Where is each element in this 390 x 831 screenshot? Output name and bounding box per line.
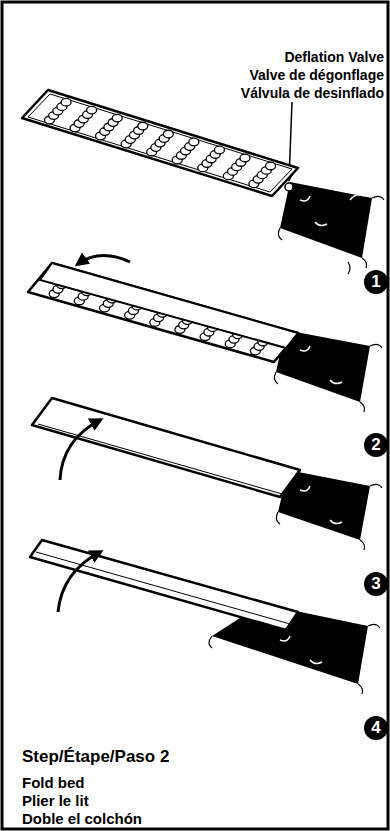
valve-label: Válvula de desinflado: [241, 86, 384, 101]
valve-label: Deflation Valve: [284, 50, 384, 65]
instruction-text: Fold bed: [22, 775, 85, 792]
mattress-1: [22, 90, 384, 274]
air-hole: [266, 162, 276, 170]
instruction-text: Plier le lit: [22, 793, 89, 810]
air-hole: [240, 154, 250, 162]
mattress-4: [30, 540, 380, 694]
step-title: Step/Étape/Paso 2: [22, 748, 169, 767]
instruction-text: Doble el colchón: [22, 811, 142, 828]
mattress-3: [32, 398, 382, 550]
mattress-2: [28, 255, 382, 412]
air-hole: [87, 106, 97, 114]
callout-number: 2: [364, 433, 388, 457]
air-hole: [112, 114, 122, 122]
callout-number: 3: [364, 572, 388, 596]
air-hole: [61, 98, 71, 106]
callout-number: 4: [364, 716, 388, 740]
air-hole: [138, 122, 148, 130]
callout-number: 1: [364, 270, 388, 294]
air-hole: [163, 130, 173, 138]
valve-label: Valve de dégonflage: [249, 68, 384, 83]
air-hole: [214, 146, 224, 154]
air-hole: [189, 138, 199, 146]
